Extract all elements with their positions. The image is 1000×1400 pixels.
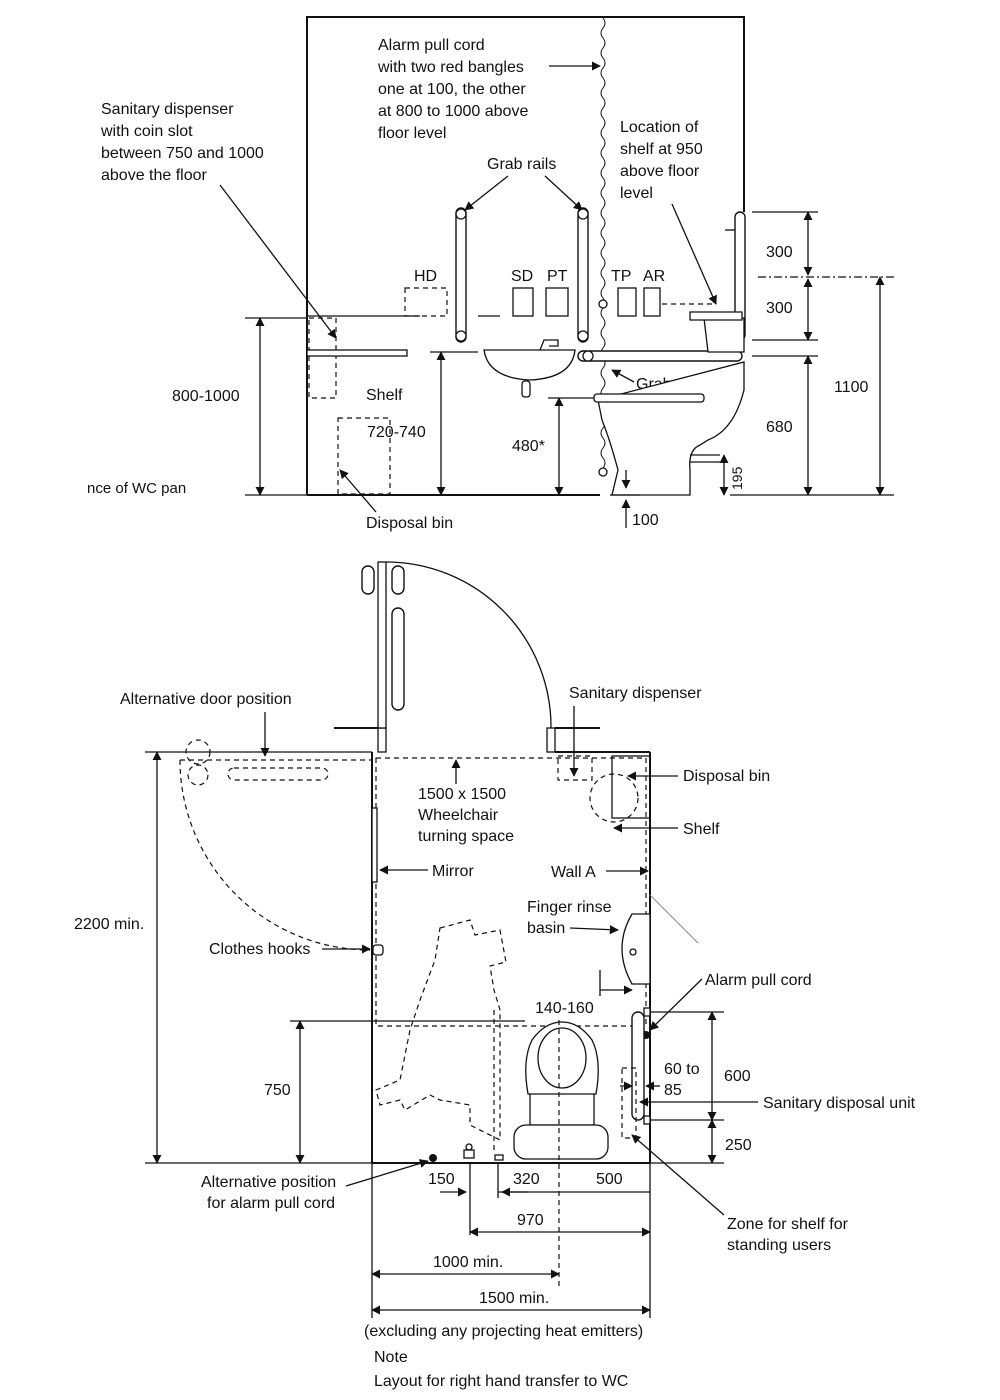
dim-150: 150 xyxy=(428,1171,455,1188)
sd-label: SD xyxy=(511,268,533,285)
elevation-wall-outline xyxy=(306,16,745,495)
dim-250: 250 xyxy=(725,1137,752,1154)
pt-label: PT xyxy=(547,268,568,285)
cord-bangle-lower xyxy=(598,467,608,477)
shelf-plan-label: Shelf xyxy=(683,821,720,838)
alt-alarm-label: Alternative position for alarm pull cord xyxy=(201,1174,341,1212)
finger-rinse-label: Finger rinse basin xyxy=(527,899,616,937)
mirror-label: Mirror xyxy=(432,863,474,880)
disposal-bin-elevation xyxy=(337,417,391,495)
soap-dispenser-box xyxy=(512,287,534,317)
elevation-sanitary-dispenser-label: Sanitary dispenser with coin slot betwee… xyxy=(100,101,268,184)
alternative-door-swing xyxy=(179,759,371,951)
turning-space-label: 1500 x 1500 Wheelchair turning space xyxy=(418,786,514,845)
dim-1000: 1000 min. xyxy=(433,1254,503,1271)
dim-480: 480* xyxy=(512,438,545,455)
finger-rinse-basin-plan xyxy=(621,913,651,985)
toilet-paper-box xyxy=(617,287,637,317)
dim-500: 500 xyxy=(596,1171,623,1188)
alarm-reset-box xyxy=(643,287,661,317)
dim-2200: 2200 min. xyxy=(74,916,144,933)
shelf-zone-label: Zone for shelf for standing users xyxy=(727,1216,852,1254)
clothes-hook xyxy=(372,944,384,956)
alarm-pull-cord-elevation xyxy=(600,17,606,469)
dim-300-bottom: 300 xyxy=(766,300,793,317)
door-pull-rail xyxy=(391,607,405,711)
horizontal-grab-rail xyxy=(577,350,743,362)
dim-320: 320 xyxy=(513,1171,540,1188)
dim-1500: 1500 min. xyxy=(479,1290,549,1307)
dim-800-1000: 800-1000 xyxy=(172,388,240,405)
tp-label: TP xyxy=(611,268,631,285)
shelf-label: Shelf xyxy=(366,387,403,404)
shelf-plan xyxy=(611,755,651,819)
cistern-plan xyxy=(513,1124,609,1160)
wc-pan-fragment-label: nce of WC pan xyxy=(87,480,186,497)
wheelchair-outline xyxy=(375,919,507,1141)
sanitary-dispenser-plan xyxy=(557,755,593,781)
sanitary-dispenser-elevation xyxy=(308,317,337,399)
wall-a-label: Wall A xyxy=(551,864,596,881)
elevation-shelf-location-label: Location of shelf at 950 above floor lev… xyxy=(620,119,707,202)
alternative-door-label: Alternative door position xyxy=(120,691,292,708)
dim-100: 100 xyxy=(632,512,659,529)
vertical-grab-rail-left xyxy=(455,207,467,343)
dim-750: 750 xyxy=(264,1082,291,1099)
hand-dryer-box xyxy=(404,287,448,317)
ar-label: AR xyxy=(643,268,665,285)
door-swing-arc xyxy=(385,561,552,729)
disposal-bin-plan xyxy=(589,773,639,823)
wc-pan-plan xyxy=(525,1021,599,1095)
dim-1100: 1100 xyxy=(834,379,869,396)
mirror-plan xyxy=(371,807,378,883)
cord-bangle-upper xyxy=(598,299,608,309)
wc-seat-elevation xyxy=(593,393,705,403)
cistern xyxy=(703,317,745,353)
dim-970: 970 xyxy=(517,1212,544,1229)
wheelchair-turning-space xyxy=(375,757,647,1027)
clothes-hooks-label: Clothes hooks xyxy=(209,941,310,958)
elevation-view: Alarm pull cord with two red bangles one… xyxy=(87,16,894,532)
alt-alarm-pull-cord xyxy=(429,1154,437,1162)
hd-label: HD xyxy=(414,268,437,285)
note-text: Layout for right hand transfer to WC xyxy=(374,1373,628,1390)
dim-195: 195 xyxy=(729,466,745,490)
finger-rinse-basin-elevation xyxy=(483,349,576,381)
disposal-bin-elevation-label: Disposal bin xyxy=(366,515,453,532)
dim-680: 680 xyxy=(766,419,793,436)
vertical-grab-rail-right xyxy=(577,207,589,343)
alarm-pull-cord-label: Alarm pull cord xyxy=(705,972,812,989)
elevation-alarm-cord-label: Alarm pull cord with two red bangles one… xyxy=(377,37,533,142)
dim-720-740: 720-740 xyxy=(367,424,426,441)
disposal-bin-plan-label: Disposal bin xyxy=(683,768,770,785)
wall-grab-rail-plan xyxy=(631,1011,645,1121)
dim-140-160: 140-160 xyxy=(535,1000,594,1017)
excluding-note: (excluding any projecting heat emitters) xyxy=(364,1323,643,1340)
dim-600: 600 xyxy=(724,1068,751,1085)
elevation-grab-rails-label: Grab rails xyxy=(487,156,556,173)
sanitary-disposal-unit-label: Sanitary disposal unit xyxy=(763,1095,916,1112)
dim-60-85: 60 to 85 xyxy=(664,1061,704,1099)
dim-300-top: 300 xyxy=(766,244,793,261)
plan-view: Alternative door position 1500 x 1500 Wh… xyxy=(74,561,916,1390)
shelf-elevation xyxy=(306,349,408,357)
paper-towel-box xyxy=(545,287,569,317)
door-leaf xyxy=(377,561,387,729)
sanitary-dispenser-plan-label: Sanitary dispenser xyxy=(569,685,702,702)
note-title: Note xyxy=(374,1349,408,1366)
wc-pan-elevation xyxy=(597,361,745,496)
